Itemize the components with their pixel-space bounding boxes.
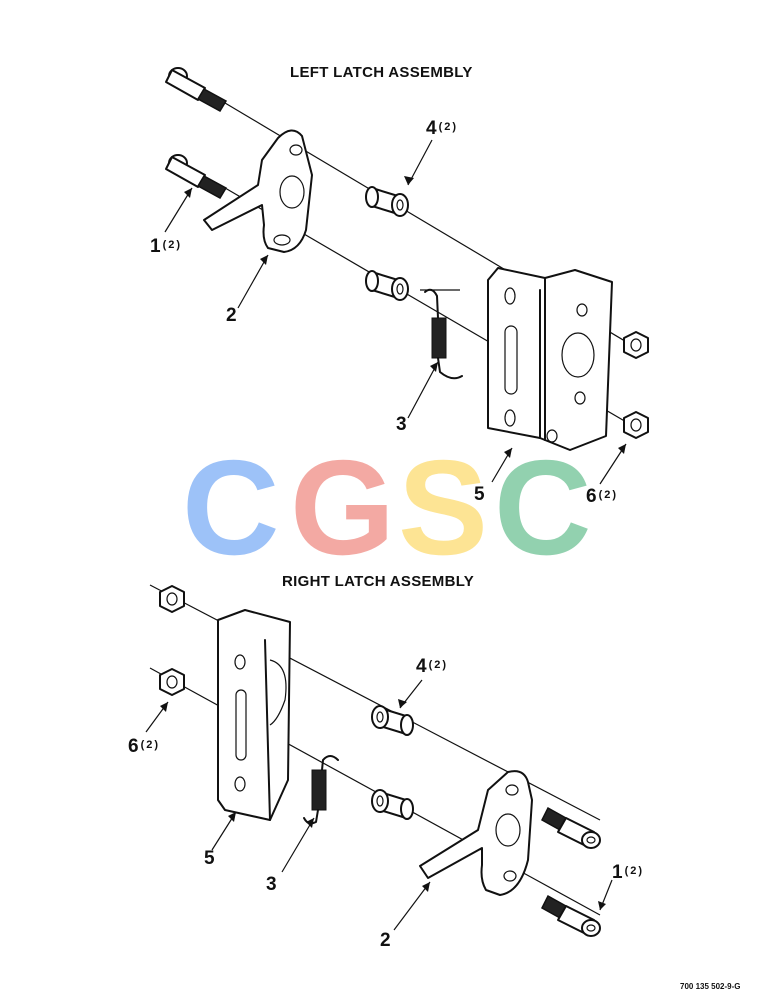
callout-quantity: (2): [140, 739, 161, 751]
right-bushing-upper: [371, 705, 414, 736]
callout-number: 6: [586, 486, 597, 507]
callout-quantity: (2): [598, 489, 619, 501]
right-nut-lower: [159, 668, 185, 696]
callout-quantity: (2): [438, 121, 459, 133]
left-assembly-title: LEFT LATCH ASSEMBLY: [290, 64, 473, 81]
right-callout-5: 5: [204, 848, 215, 870]
left-bushing-lower: [365, 270, 409, 301]
left-bracket: [487, 267, 613, 451]
left-bushing-upper: [365, 186, 409, 217]
right-assembly: [145, 584, 613, 937]
callout-number: 1: [150, 236, 161, 257]
callout-number: 6: [128, 736, 139, 757]
drawing-number: 700 135 502-9-G: [680, 982, 741, 991]
right-bushing-lower: [371, 789, 414, 820]
left-callout-5: 5: [474, 484, 485, 506]
right-callout-3: 3: [266, 874, 277, 896]
callout-quantity: (2): [624, 865, 645, 877]
left-assembly: [164, 67, 649, 485]
callout-number: 2: [226, 305, 237, 326]
watermark-letter-c2: C: [494, 432, 592, 583]
left-callout-2: 2: [226, 305, 237, 327]
right-callout-4: 4(2): [416, 656, 448, 678]
watermark-letter-c1: C: [182, 432, 280, 583]
callout-number: 5: [474, 484, 485, 505]
watermark-letter-s: S: [398, 432, 489, 583]
callout-quantity: (2): [428, 659, 449, 671]
right-bracket: [217, 609, 291, 821]
right-latch-plate: [419, 770, 533, 896]
right-assembly-title: RIGHT LATCH ASSEMBLY: [282, 573, 475, 590]
callout-number: 4: [416, 656, 427, 677]
left-nut-upper: [623, 331, 649, 359]
callout-number: 1: [612, 862, 623, 883]
left-callout-1: 1(2): [150, 236, 182, 258]
callout-number: 5: [204, 848, 215, 869]
right-callout-6: 6(2): [128, 736, 160, 758]
left-leaders: [164, 139, 627, 485]
right-bolt-upper: [541, 806, 601, 849]
left-bolt-lower: [165, 154, 228, 200]
right-nut-upper: [159, 585, 185, 613]
callout-quantity: (2): [162, 239, 183, 251]
callout-number: 3: [396, 414, 407, 435]
left-callout-6: 6(2): [586, 486, 618, 508]
left-nut-lower: [623, 411, 649, 439]
callout-number: 2: [380, 930, 391, 951]
left-bolt-upper: [165, 67, 228, 113]
left-callout-3: 3: [396, 414, 407, 436]
callout-number: 4: [426, 118, 437, 139]
right-bolt-lower: [541, 894, 601, 937]
watermark-letter-g: G: [290, 432, 396, 583]
left-callout-4: 4(2): [426, 118, 458, 140]
right-spring: [303, 755, 339, 825]
callout-number: 3: [266, 874, 277, 895]
left-latch-plate: [203, 129, 313, 253]
right-callout-1: 1(2): [612, 862, 644, 884]
left-spring: [424, 288, 463, 380]
right-callout-2: 2: [380, 930, 391, 952]
right-leaders: [145, 679, 613, 931]
